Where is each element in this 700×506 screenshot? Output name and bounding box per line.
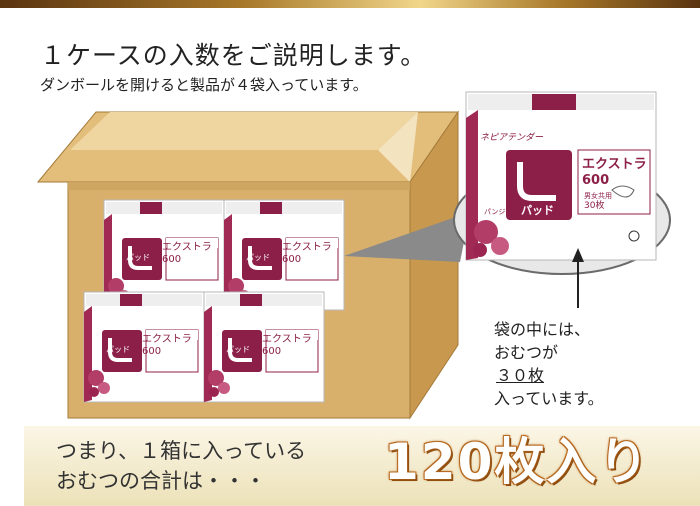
pack4-name-num: 600 [262,346,281,357]
brand-label: ネピアテンダー [480,132,544,143]
pack1-name-num: 600 [162,254,181,265]
product-name: エクストラ [582,157,647,172]
note-line-2: おむつが [494,343,559,362]
svg-text:パッド: パッド [246,253,270,262]
pack2-name: エクストラ [282,241,332,253]
summary-line-1: つまり、１箱に入っている [56,439,307,463]
total-count: 120枚入り [384,433,651,491]
pack1-name: エクストラ [162,241,212,253]
pack2-name-num: 600 [282,254,301,265]
summary-line-2: おむつの合計は・・・ [56,469,266,493]
top-gold-bar [0,0,700,8]
pointer-arrowhead [572,248,584,262]
product-name-number: 600 [582,173,609,188]
pack4-name: エクストラ [262,333,312,345]
svg-text:パッド: パッド [126,253,150,262]
summary-band [24,426,700,506]
note-count: ３０枚 [496,366,545,385]
page-title: １ケースの入数をご説明します。 [40,41,427,70]
product-count: 30枚 [584,199,604,211]
svg-text:パッド: パッド [106,345,130,354]
svg-text:パッド: パッド [226,345,250,354]
product-spec: 男女共用 [584,191,612,200]
note-line-1: 袋の中には、 [494,320,591,339]
pack3-name: エクストラ [142,333,192,345]
note-line-4: 入っています。 [494,389,604,408]
product-sub: パンジー [484,208,512,216]
contents-note: 袋の中には、 おむつが ３０枚 入っています。 [494,318,604,410]
summary-text: つまり、１箱に入っている おむつの合計は・・・ [56,436,306,496]
page-subtitle: ダンボールを開けると製品が４袋入っています。 [40,76,368,94]
logo-label: パッド [521,204,554,217]
pack3-name-num: 600 [142,346,161,357]
enlarged-package [465,91,657,261]
